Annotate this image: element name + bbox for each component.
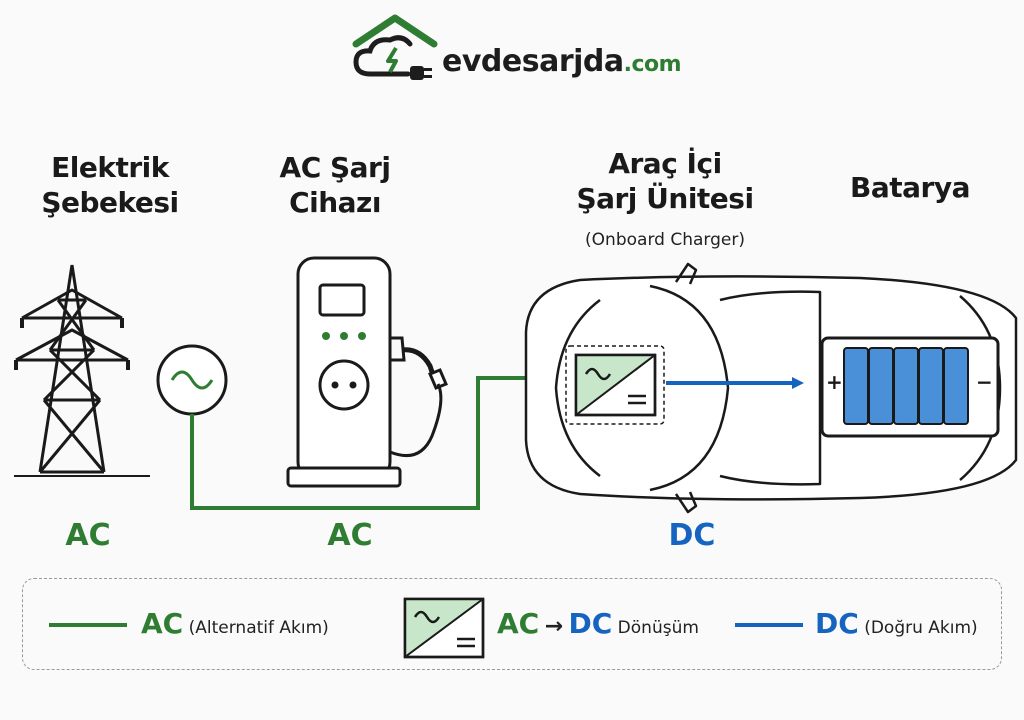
brand-logo: evdesarjda.com <box>350 14 682 84</box>
onboard-converter-icon <box>565 345 665 425</box>
legend-dc: DC (Doğru Akım) <box>815 607 978 640</box>
legend-ac: AC (Alternatif Akım) <box>141 607 329 640</box>
title-battery: Batarya <box>850 171 970 204</box>
transmission-tower-icon <box>14 264 150 477</box>
house-plug-logo-icon <box>352 14 438 80</box>
ac-flow-line <box>190 373 555 510</box>
flow-label-charger-ac: AC <box>327 518 373 553</box>
legend-conversion: AC → DC Dönüşüm <box>497 607 699 640</box>
brand-name: evdesarjda.com <box>442 44 682 79</box>
battery-pack-icon <box>820 336 1000 438</box>
legend-box: AC (Alternatif Akım) AC → DC Dönüşüm DC … <box>22 578 1002 670</box>
subtitle-onboard-charger: (Onboard Charger) <box>585 230 745 250</box>
ac-charging-station-icon <box>286 256 448 488</box>
battery-positive-terminal: + <box>826 370 843 394</box>
ac-source-icon <box>156 344 228 416</box>
battery-negative-terminal: − <box>976 370 993 394</box>
legend-converter-icon <box>403 597 485 659</box>
flow-label-grid-ac: AC <box>65 518 111 553</box>
flow-label-car-dc: DC <box>668 518 716 553</box>
electric-car-topview-icon <box>524 262 1018 514</box>
